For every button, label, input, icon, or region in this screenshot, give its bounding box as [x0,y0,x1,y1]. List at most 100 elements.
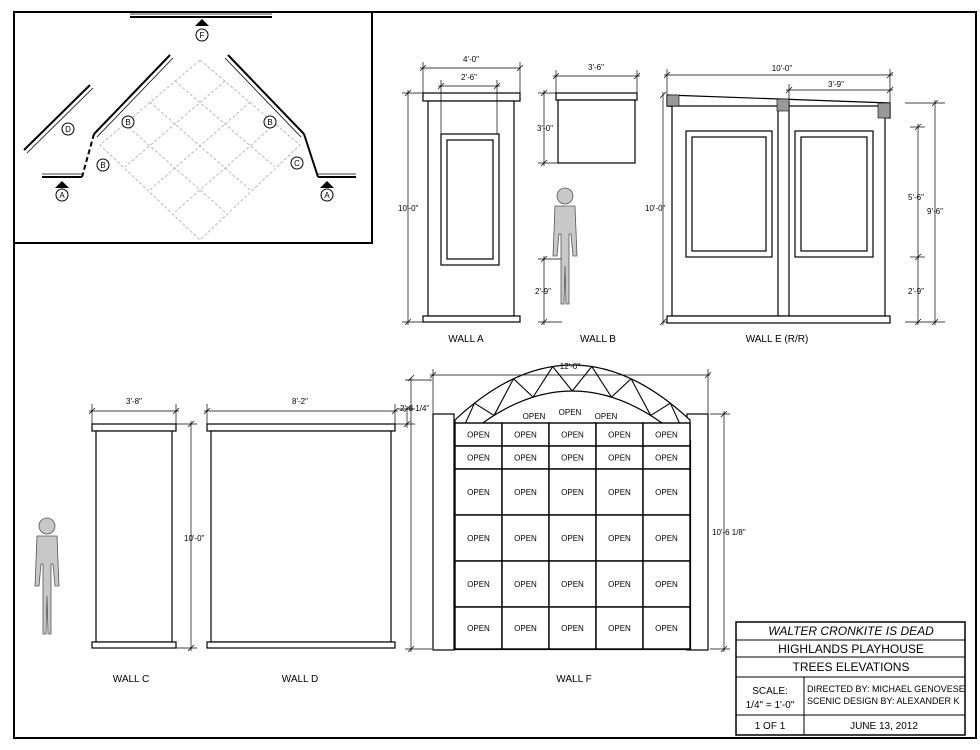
sheet-border [13,11,977,739]
wall-a-inner-width-dim: 2'-6" [461,73,477,82]
open-cell-label: OPEN [561,431,584,440]
open-cell-label: OPEN [655,454,678,463]
open-cell-label: OPEN [467,534,490,543]
truss-web [474,402,495,416]
open-cell [642,468,691,516]
wall-e-offset-dim: 3'-9" [828,80,844,89]
wall-b-label: WALL B [580,334,616,345]
open-cell-label: OPEN [514,488,537,497]
arch-open-label: OPEN [523,412,546,421]
open-cell-label: OPEN [655,534,678,543]
wall-c-width-dim: 3'-8" [126,397,142,406]
svg-text:B: B [267,118,272,127]
open-cell-label: OPEN [561,580,584,589]
wall-c-height-dim: 10'-0" [184,534,205,543]
wall-e-height-dim: 10'-0" [645,204,666,213]
plan-marker-a-left: A [55,181,69,202]
arch-open-label: OPEN [595,412,618,421]
wall-d-side-dim: 2'-8 1/4" [400,404,429,413]
wall-b-height-dim: 3'-0" [537,124,553,133]
wall-d-elevation: 8'-2" 2'-8 1/4" WALL D [203,397,429,685]
open-cell [501,514,550,562]
open-cell-label: OPEN [561,454,584,463]
open-cell-label: OPEN [608,488,631,497]
open-cell [595,606,644,650]
open-cell-label: OPEN [655,488,678,497]
scale-figure-c [34,517,60,635]
open-cell-label: OPEN [467,454,490,463]
wall-d-label: WALL D [282,674,319,685]
open-cell [642,514,691,562]
plan-marker-c: C [290,156,304,170]
open-cell-label: OPEN [514,534,537,543]
open-cell-label: OPEN [561,488,584,497]
svg-text:F: F [200,31,205,40]
scale-value: 1/4" = 1'-0" [746,700,795,711]
wall-d-width-dim: 8'-2" [292,397,308,406]
wall-a-elevation: 4'-0" 2'-6" 10'-0" WALL A [398,55,524,345]
wall-a-label: WALL A [448,334,484,345]
wall-f-label: WALL F [556,674,591,685]
wall-f-height-dim: 10'-6 1/8" [712,528,746,537]
plan-marker-b-left: B [121,115,135,129]
open-cell-label: OPEN [608,534,631,543]
open-cell [642,606,691,650]
open-cell-label: OPEN [608,580,631,589]
open-cell-label: OPEN [467,431,490,440]
truss-web [611,378,632,398]
plan-marker-b-lower: B [96,158,110,172]
svg-text:C: C [294,159,300,168]
wall-b-elevation: 3'-6" 3'-0" 2'-9" WALL B [535,63,641,345]
svg-text:A: A [324,191,330,200]
plan-marker-a-right: A [320,181,334,202]
truss-web [493,378,515,416]
open-cell-label: OPEN [514,431,537,440]
wall-b-lift-dim: 2'-9" [535,287,551,296]
truss-web [552,366,573,392]
truss-web [532,366,554,398]
open-cell [595,560,644,608]
open-cell-label: OPEN [467,624,490,633]
show-title: WALTER CRONKITE IS DEAD [768,624,934,638]
open-cell-label: OPEN [608,624,631,633]
svg-text:B: B [100,161,105,170]
wall-e-right-upper-dim: 5'-6" [908,193,924,202]
scale-label: SCALE: [752,686,788,697]
open-cell [501,606,550,650]
drawing-date: JUNE 13, 2012 [850,721,918,732]
open-cell-grid: OPEN OPEN OPEN OPEN OPEN OPEN OPEN OPEN OPEN OPEN… [454,408,691,650]
open-cell [454,468,503,516]
truss-web [571,366,593,392]
truss-web [650,402,671,416]
wall-f-elevation: OPEN OPEN OPEN OPEN OPEN OPEN OPEN OPEN OPEN OPEN… [405,362,746,685]
open-cell-label: OPEN [655,431,678,440]
open-cell-label: OPEN [561,624,584,633]
wall-c-elevation: 3'-8" 10'-0" WALL C [34,397,205,685]
title-block: WALTER CRONKITE IS DEAD HIGHLANDS PLAYHO… [735,621,966,736]
wall-b-width-dim: 3'-6" [588,63,604,72]
open-cell-label: OPEN [655,624,678,633]
open-cell [454,560,503,608]
sheet-title: TREES ELEVATIONS [793,660,910,674]
open-cell [548,468,597,516]
open-cell [501,560,550,608]
open-cell-label: OPEN [608,454,631,463]
svg-text:A: A [59,191,65,200]
open-cell [501,468,550,516]
open-cell-label: OPEN [655,580,678,589]
open-cell-label: OPEN [561,534,584,543]
wall-e-width-dim: 10'-0" [772,64,793,73]
wall-c-label: WALL C [113,674,150,685]
plan-marker-b-right: B [263,115,277,129]
open-cell-label: OPEN [608,431,631,440]
open-cell [454,514,503,562]
wall-e-right-full-dim: 9'-6" [927,207,943,216]
truss-web [591,366,612,398]
open-cell-label: OPEN [514,624,537,633]
designer-credit: SCENIC DESIGN BY: ALEXANDER K [807,696,960,706]
truss-web [630,378,652,416]
plan-marker-d: D [61,122,75,136]
director-credit: DIRECTED BY: MICHAEL GENOVESE [807,684,965,694]
truss-web [513,378,534,398]
open-cell [454,606,503,650]
